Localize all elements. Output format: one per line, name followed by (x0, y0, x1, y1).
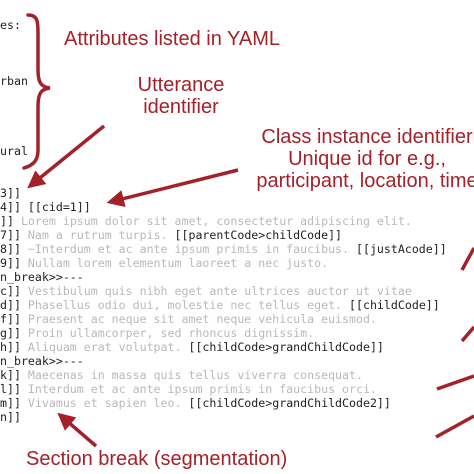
code-sample-text: Nullam lorem elementum laoreet a nec jus… (27, 256, 329, 270)
code-sample-text: Vestibulum quis nibh eget ante ultrices … (27, 284, 412, 298)
utterance-arrow (27, 124, 106, 189)
code-markup-text: g]] (0, 326, 28, 340)
code-listing: es: rban ural 3]]4]] [[cid=1]]]] Lorem i… (0, 18, 447, 424)
code-line: d]] Phasellus odio dui, molestie nec tel… (0, 298, 447, 312)
code-line: m]] Vivamus et sapien leo. [[childCode>g… (0, 396, 447, 410)
code-sample-text: Lorem ipsum dolor sit amet, consectetur … (20, 214, 412, 228)
class-instance-annotation: Class instance identifier Unique id for … (222, 126, 474, 192)
code-markup-text: 4]] [[cid=1]] (0, 200, 91, 214)
code-sample-text: ~Interdum et ac ante ipsum primis in fau… (27, 242, 356, 256)
code-line: ural (0, 144, 447, 158)
class-instance-line-3: participant, location, time (256, 170, 474, 192)
code-line: 7]] Nam a rutrum turpis. [[parentCode>ch… (0, 228, 447, 242)
code-markup-text: f]] (0, 312, 28, 326)
code-sample-text: Phasellus odio dui, molestie nec tellus … (27, 298, 350, 312)
code-markup-text: [[childCode]] (349, 298, 440, 312)
code-line: l]] Interdum et ac ante ipsum primis in … (0, 382, 447, 396)
code-markup-text: l]] (0, 382, 28, 396)
code-line: h]] Aliquam erat volutpat. [[childCode>g… (0, 340, 447, 354)
code-line: k]] Maecenas in massa quis tellus viverr… (0, 368, 447, 382)
code-markup-text: 3]] (0, 186, 21, 200)
code-markup-text: [[justAcode]] (355, 242, 447, 256)
code-line: 8]] ~Interdum et ac ante ipsum primis in… (0, 242, 447, 256)
code-line: g]] Proin ullamcorper, sed rhoncus digni… (0, 326, 447, 340)
code-markup-text: d]] (0, 298, 28, 312)
code-line: n_break>>--- (0, 354, 447, 368)
code-line: 3]] (0, 186, 447, 200)
code-markup-text: n]] (0, 410, 21, 424)
section-break-arrow (57, 412, 98, 448)
code-line: f]] Praesent ac neque sit amet neque veh… (0, 312, 447, 326)
code-line: n_break>>--- (0, 270, 447, 284)
code-markup-text: m]] (0, 396, 28, 410)
section-break-annotation: Section break (segmentation) (26, 448, 288, 470)
child-code-arrow-1 (460, 325, 474, 343)
grand-child-code-arrow-2 (435, 414, 474, 439)
code-markup-text: ural (0, 144, 28, 158)
code-sample-text: Aliquam erat volutpat. (27, 340, 189, 354)
code-markup-text: rban (0, 74, 28, 88)
code-line: 4]] [[cid=1]] (0, 200, 447, 214)
utterance-identifier-annotation: Utterance identifier (96, 74, 266, 118)
utterance-line-1: Utterance (137, 74, 225, 96)
code-sample-text: Nam a rutrum turpis. (27, 228, 175, 242)
code-markup-text: h]] (0, 340, 28, 354)
code-sample-text: Maecenas in massa quis tellus viverra co… (27, 368, 363, 382)
code-line: es: (0, 18, 447, 32)
yaml-brace (22, 13, 51, 170)
attributes-annotation: Attributes listed in YAML (64, 28, 281, 50)
code-sample-text: Praesent ac neque sit amet neque vehicul… (27, 312, 377, 326)
code-sample-text: Interdum et ac ante ipsum primis in fauc… (27, 382, 377, 396)
code-line: n]] (0, 410, 447, 424)
code-markup-text: c]] (0, 284, 28, 298)
just-a-code-arrow (460, 247, 474, 271)
code-markup-text: ]] (0, 214, 21, 228)
code-line: 9]] Nullam lorem elementum laoreet a nec… (0, 256, 447, 270)
class-instance-arrow (106, 168, 239, 208)
code-line: ]] Lorem ipsum dolor sit amet, consectet… (0, 214, 447, 228)
code-markup-text: 7]] (0, 228, 28, 242)
grand-child-code-arrow-1 (436, 374, 474, 391)
code-markup-text: k]] (0, 368, 28, 382)
code-markup-text: n_break>>--- (0, 270, 84, 284)
code-markup-text: [[childCode>grandChildCode2]] (188, 396, 391, 410)
code-markup-text: n_break>>--- (0, 354, 84, 368)
code-markup-text: es: (0, 18, 21, 32)
utterance-line-2: identifier (143, 96, 219, 118)
code-line: rban (0, 74, 447, 88)
code-line: c]] Vestibulum quis nibh eget ante ultri… (0, 284, 447, 298)
code-sample-text: Proin ullamcorper, sed rhoncus dignissim… (27, 326, 315, 340)
class-instance-line-2: Unique id for e.g., (288, 148, 446, 170)
code-sample-text: Vivamus et sapien leo. (27, 396, 189, 410)
code-markup-text: 9]] (0, 256, 28, 270)
code-markup-text: [[parentCode>childCode]] (174, 228, 343, 242)
class-instance-line-1: Class instance identifier (261, 126, 473, 148)
code-markup-text: [[childCode>grandChildCode]] (188, 340, 384, 354)
code-markup-text: 8]] (0, 242, 28, 256)
